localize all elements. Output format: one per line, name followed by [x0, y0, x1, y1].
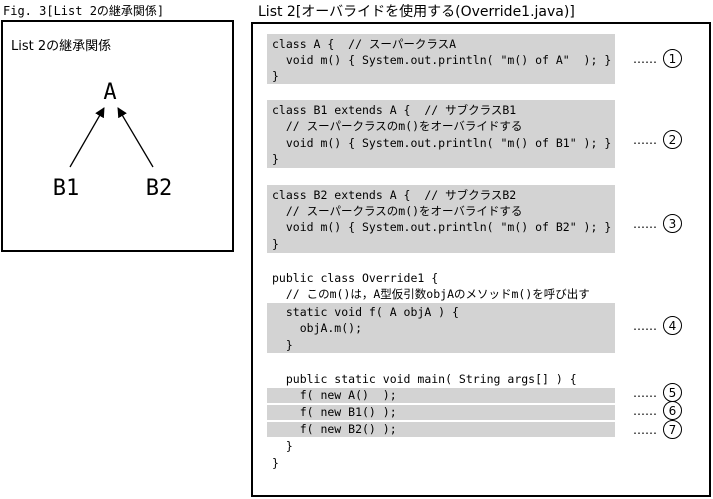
code-line: f( new B2() ); [272, 422, 397, 436]
code-line-call-a [267, 388, 615, 403]
leader-dots: …… [633, 132, 657, 147]
marker-1: …… 1 [633, 49, 682, 68]
code-block-class-b1 [267, 100, 615, 168]
listing-caption: List 2[オーバライドを使用する(Override1.java)] [258, 4, 575, 20]
marker-5: …… 5 [633, 383, 682, 402]
code-line: } [272, 237, 279, 251]
code-line: public class Override1 { [272, 271, 439, 285]
code-line: public static void main( String args[] )… [272, 372, 577, 386]
code-line: class B2 extends A { // サブクラスB2 [272, 188, 517, 202]
figure-caption: Fig. 3[List 2の継承関係] [3, 4, 165, 18]
marker-number: 6 [663, 401, 682, 420]
code-line: void m() { System.out.println( "m() of B… [272, 136, 612, 150]
marker-number: 7 [663, 420, 682, 439]
marker-number: 2 [663, 130, 682, 149]
code-line: class A { // スーパークラスA [272, 37, 457, 51]
code-line: } [272, 338, 293, 352]
code-block-class-b2 [267, 185, 615, 253]
leader-dots: …… [633, 403, 657, 418]
leader-dots: …… [633, 51, 657, 66]
code-line: objA.m(); [272, 321, 363, 335]
code-line: void m() { System.out.println( "m() of B… [272, 220, 612, 234]
code-line: // このm()は，A型仮引数objAのメソッドm()を呼び出す [272, 287, 590, 301]
code-line: // スーパークラスのm()をオーバライドする [272, 204, 523, 218]
class-node-a: A [103, 80, 116, 105]
code-line-call-b1 [267, 405, 615, 420]
marker-number: 1 [663, 49, 682, 68]
class-node-b2: B2 [146, 176, 173, 201]
marker-7: …… 7 [633, 420, 682, 439]
leader-dots: …… [633, 422, 657, 437]
code-block-class-a [267, 34, 615, 84]
leader-dots: …… [633, 318, 657, 333]
marker-2: …… 2 [633, 130, 682, 149]
code-line-call-b2 [267, 422, 615, 437]
marker-4: …… 4 [633, 316, 682, 335]
code-line: static void f( A objA ) { [272, 305, 459, 319]
code-line: } [272, 456, 279, 470]
code-line: // スーパークラスのm()をオーバライドする [272, 119, 523, 133]
arrow-b2-to-a [117, 107, 154, 168]
marker-3: …… 3 [633, 214, 682, 233]
leader-dots: …… [633, 385, 657, 400]
marker-number: 4 [663, 316, 682, 335]
class-node-b1: B1 [53, 176, 80, 201]
arrow-b1-to-a [69, 107, 105, 168]
marker-number: 3 [663, 214, 682, 233]
inheritance-diagram: List 2の継承関係 A B1 B2 [1, 20, 234, 252]
leader-dots: …… [633, 216, 657, 231]
code-line: } [272, 152, 279, 166]
code-line: f( new A() ); [272, 388, 397, 402]
inheritance-arrows: A B1 B2 [53, 80, 173, 201]
code-line: class B1 extends A { // サブクラスB1 [272, 103, 517, 117]
code-block-method-f [267, 303, 615, 353]
code-line: } [272, 439, 293, 453]
code-line: f( new B1() ); [272, 405, 397, 419]
code-line: } [272, 69, 279, 83]
marker-6: …… 6 [633, 401, 682, 420]
diagram-title: List 2の継承関係 [11, 39, 112, 54]
code-listing-frame [251, 22, 711, 497]
code-line: void m() { System.out.println( "m() of A… [272, 53, 612, 67]
marker-number: 5 [663, 383, 682, 402]
